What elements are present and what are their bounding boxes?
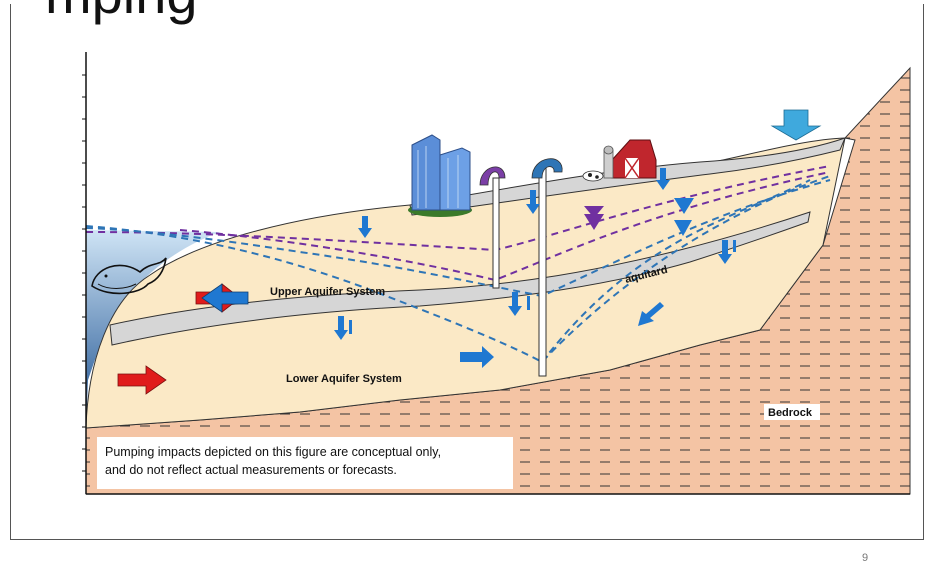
slide-frame: mping	[10, 0, 924, 540]
disclaimer-line-2: and do not reflect actual measurements o…	[105, 463, 397, 477]
flow-arrow-lower-right	[460, 346, 494, 368]
inflow-arrow-lower	[117, 365, 167, 395]
slide-title: mping	[45, 0, 198, 22]
label-upper-aquifer: Upper Aquifer System	[270, 286, 385, 298]
disclaimer-box: Pumping impacts depicted on this figure …	[97, 437, 513, 489]
label-bedrock: Bedrock	[768, 407, 813, 419]
drawdown-lower-1	[85, 175, 831, 364]
depth-axis-ticks	[82, 74, 86, 472]
outflow-arrow-upper	[201, 283, 249, 313]
bedrock-label-bg	[764, 404, 820, 420]
flow-arrow-lower-left	[638, 302, 664, 326]
drawdown-marker-purple-2	[584, 206, 604, 218]
well-deep	[538, 167, 547, 377]
leakage-arrows	[334, 168, 736, 340]
drawdown-marker-blue-2	[674, 220, 692, 236]
whale-icon	[91, 257, 167, 295]
cow-icon	[582, 170, 604, 182]
aquitard-layer	[109, 211, 811, 346]
well-shallow	[492, 177, 500, 289]
pump-well-icon-2	[531, 158, 563, 179]
pump-well-icon	[479, 166, 506, 186]
drawdown-lower-3	[541, 179, 811, 363]
city-buildings-icon	[408, 134, 472, 217]
recharge-arrow	[770, 109, 822, 141]
label-lower-aquifer: Lower Aquifer System	[286, 373, 402, 385]
drawdown-marker-purple	[584, 214, 604, 230]
disclaimer-line-1: Pumping impacts depicted on this figure …	[105, 445, 442, 459]
page-number: 9	[862, 552, 869, 564]
ocean	[86, 230, 220, 428]
farm-barn-icon	[603, 139, 657, 179]
drawdown-marker-blue	[674, 198, 694, 214]
